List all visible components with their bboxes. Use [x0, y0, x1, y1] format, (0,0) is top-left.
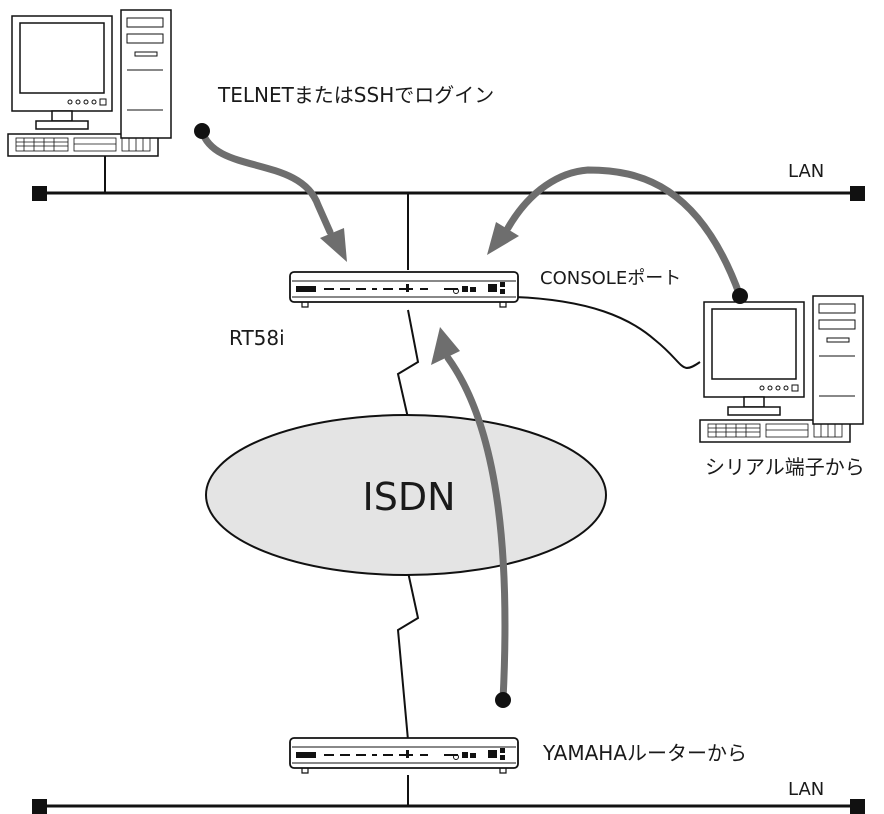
lan-top-label: LAN: [788, 161, 824, 182]
rt58i-router-icon: [289, 271, 519, 308]
isdn-remote-arrow: [431, 327, 511, 708]
isdn-link-bottom: [396, 571, 420, 741]
serial-terminal-pc-icon: [699, 295, 864, 443]
lan-bottom: [32, 799, 865, 814]
console-port-label: CONSOLEポート: [540, 268, 681, 289]
lan-bottom-label: LAN: [788, 779, 824, 800]
isdn-cloud: [205, 414, 607, 576]
isdn-label: ISDN: [362, 475, 455, 519]
isdn-link-top: [396, 309, 420, 419]
console-cable: [514, 296, 701, 369]
console-arrow: [487, 166, 748, 304]
telnet-login-label: TELNETまたはSSHでログイン: [217, 83, 494, 107]
lan-top: [32, 186, 865, 201]
telnet-arrow: [194, 123, 347, 262]
yamaha-router-icon: [289, 737, 519, 774]
router-name-label: RT58i: [229, 326, 285, 350]
yamaha-router-label: YAMAHAルーターから: [542, 741, 747, 765]
serial-terminal-label: シリアル端子から: [705, 455, 865, 479]
admin-pc-icon: [7, 9, 172, 157]
